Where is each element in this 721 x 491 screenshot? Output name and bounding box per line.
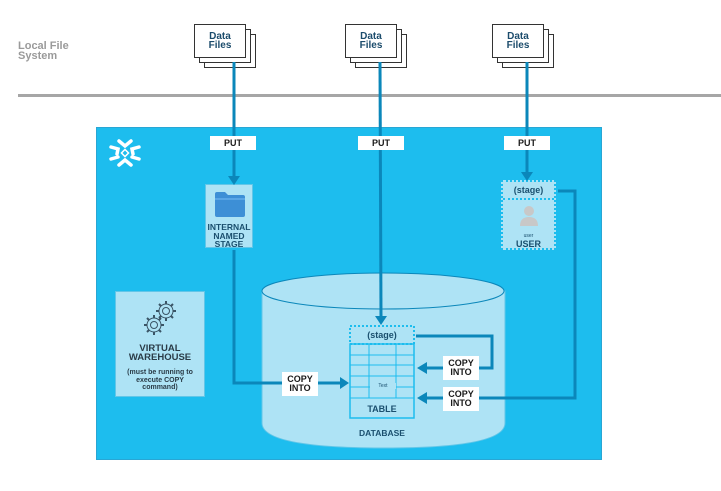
- snowflake-logo-icon: [109, 139, 141, 167]
- table-stage-label: (stage): [367, 330, 397, 340]
- user-small-label: user: [523, 233, 534, 239]
- virtual-warehouse[interactable]: VIRTUAL WAREHOUSE (must be running to ex…: [115, 291, 205, 397]
- local-cloud-divider: [18, 94, 721, 97]
- internal-named-stage[interactable]: INTERNAL NAMED STAGE: [205, 184, 253, 248]
- stage-divider: [503, 198, 554, 200]
- table-grid: [349, 325, 415, 419]
- user-icon: [520, 206, 538, 226]
- copy-arrow-user: [425, 189, 577, 400]
- warehouse-title: VIRTUAL WAREHOUSE: [128, 343, 192, 363]
- user-stage-label: (stage): [513, 185, 544, 195]
- table-cell-text: Text: [370, 383, 396, 389]
- put-arrow-table: [378, 61, 383, 319]
- put-label-user: PUT: [504, 136, 550, 150]
- warehouse-note: (must be running to execute COPY command…: [127, 369, 193, 391]
- put-label-table: PUT: [358, 136, 404, 150]
- database-label: DATABASE: [359, 428, 405, 438]
- user-stage[interactable]: (stage) user USER: [501, 180, 556, 250]
- local-file-system-label: Local File System: [18, 40, 69, 62]
- gears-icon: [144, 301, 176, 335]
- folder-icon: [215, 192, 245, 217]
- internal-stage-label: INTERNAL NAMED STAGE: [207, 222, 251, 249]
- table-label: TABLE: [367, 404, 397, 414]
- put-label-internal: PUT: [210, 136, 256, 150]
- arrowheads: [228, 172, 533, 404]
- user-label: USER: [515, 239, 541, 249]
